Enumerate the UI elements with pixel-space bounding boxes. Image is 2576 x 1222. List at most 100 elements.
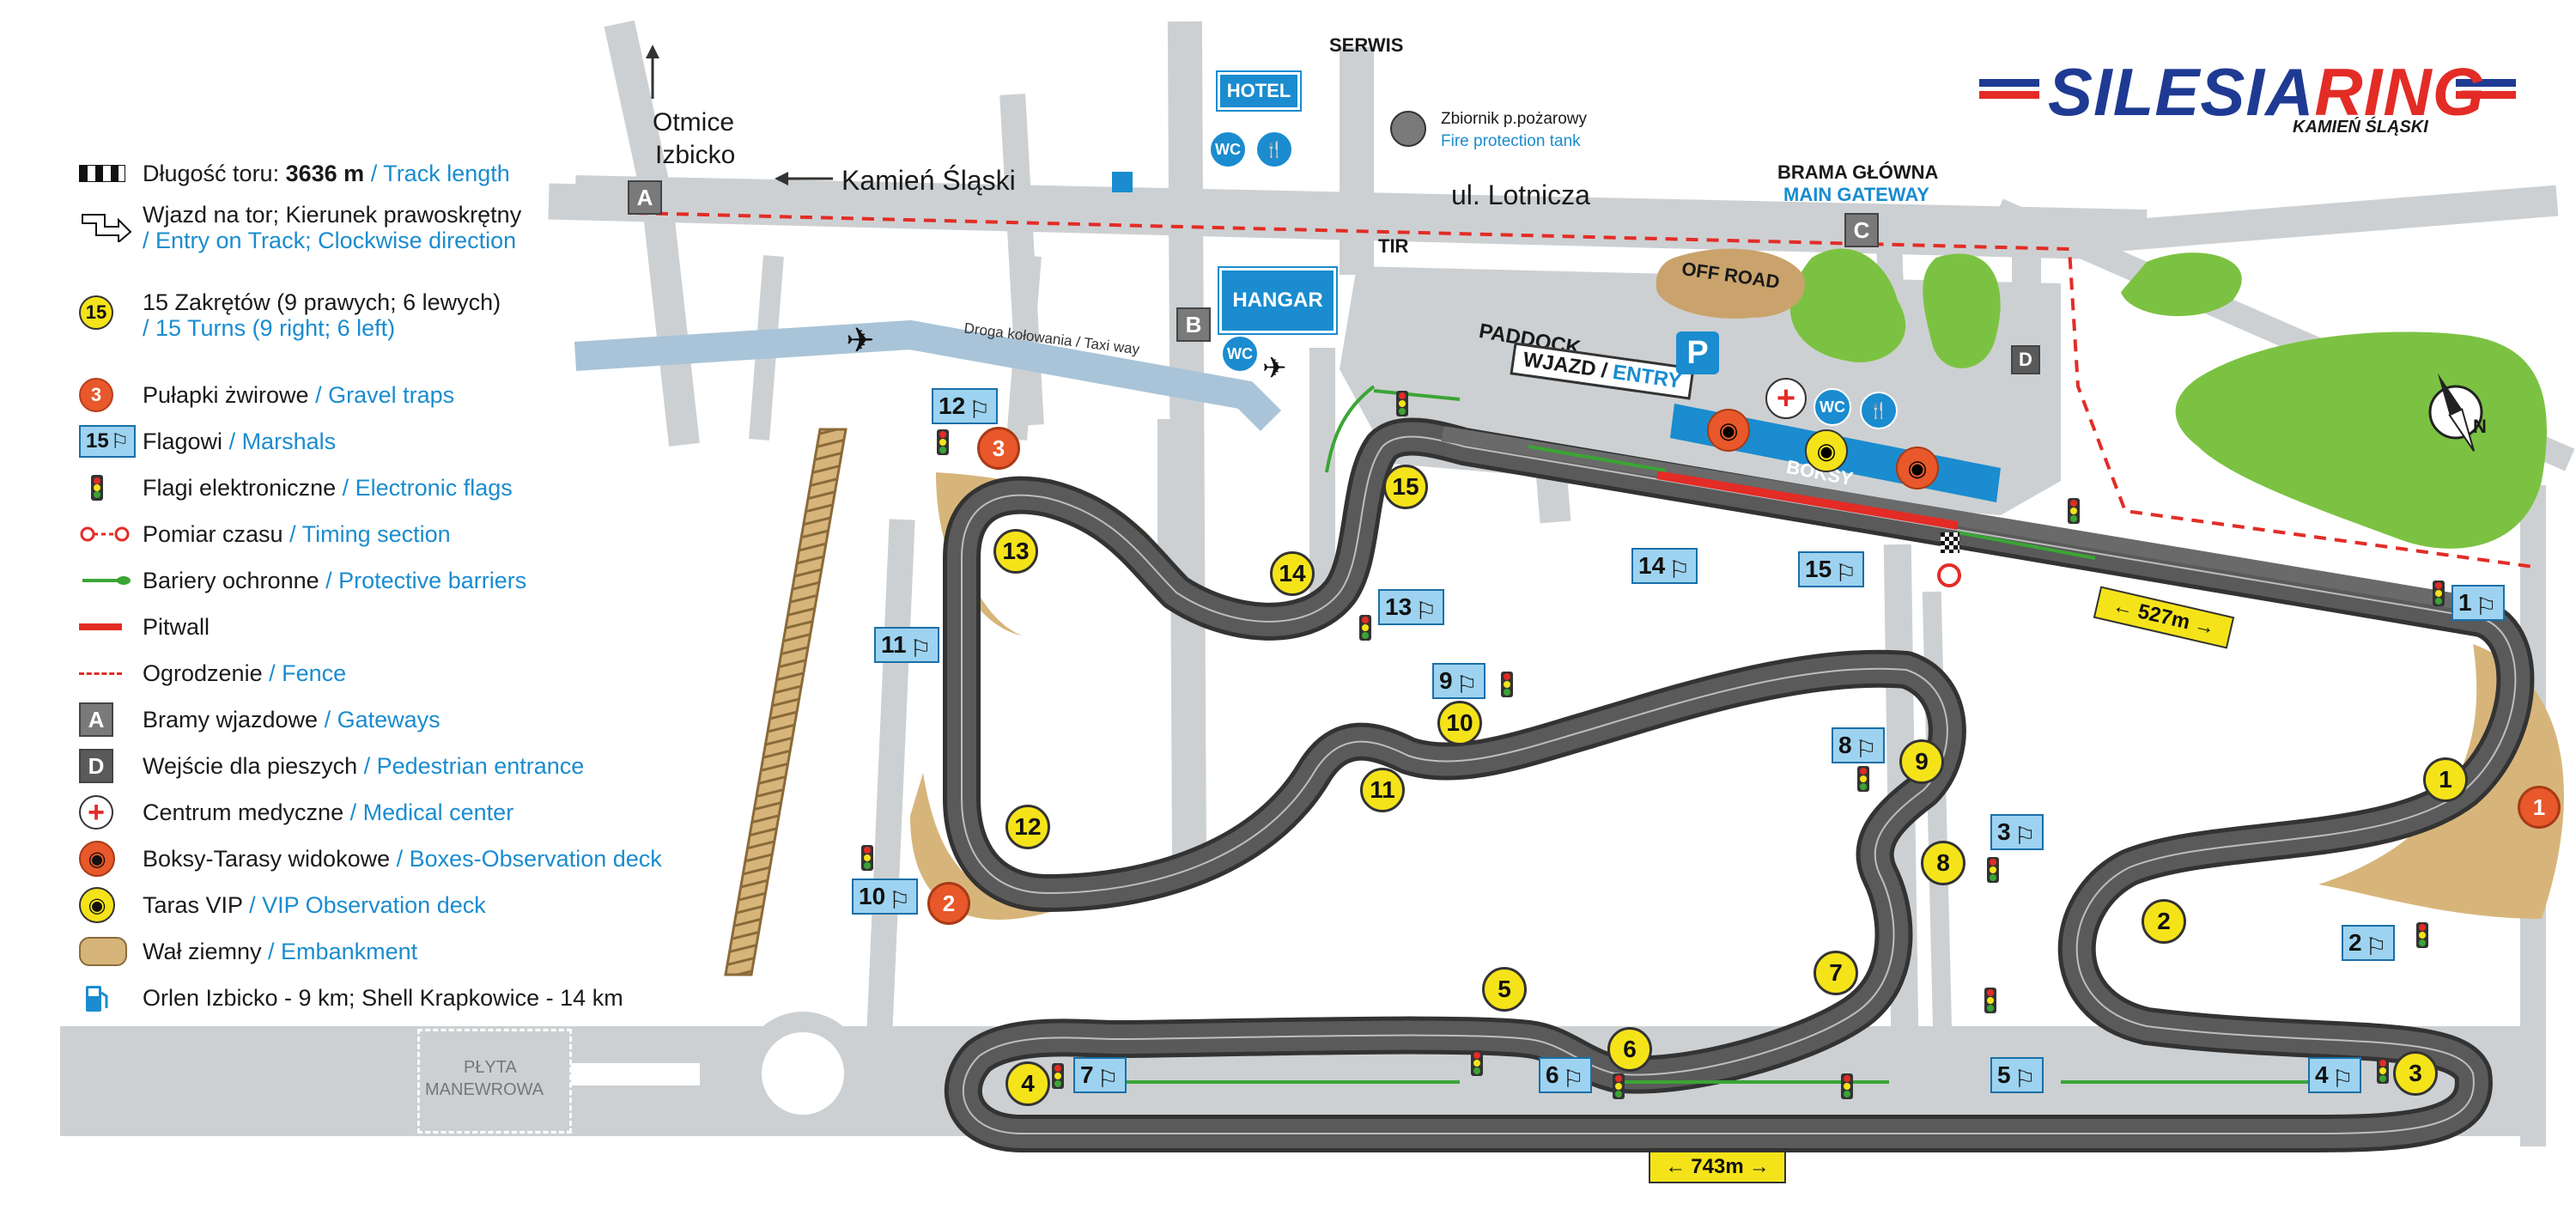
turn-15: 15: [1383, 465, 1428, 509]
legend-label-bold: 3636 m: [285, 161, 365, 186]
electronic-flag-icon: [91, 475, 103, 501]
marshal-number: 1: [2458, 589, 2472, 616]
label-brama-en: MAIN GATEWAY: [1783, 184, 1929, 205]
electronic-flag-icon: [1359, 615, 1371, 641]
legend-label-pl: Boksy-Tarasy widokowe: [143, 846, 391, 872]
fire-tank-icon: [1390, 111, 1426, 147]
legend-label-pl: Bramy wjazdowe: [143, 707, 319, 733]
marshal-number: 9: [1439, 667, 1453, 694]
flag-icon: ⚐: [2331, 1066, 2354, 1092]
legend-entry: Wjazd na tor; Kierunek prawoskrętny/ Ent…: [79, 197, 680, 284]
label-tir: TIR: [1378, 235, 1409, 257]
electronic-flag-icon: [1396, 391, 1408, 416]
distance-value: 743m: [1691, 1155, 1744, 1178]
marshal-post-1: 1⚐: [2451, 585, 2505, 621]
logo-text-ring: RING: [2314, 54, 2486, 130]
legend-label-en: / Electronic flags: [342, 475, 513, 501]
distance-value: 527m: [2136, 599, 2193, 635]
silesiaring-logo: SILESIARING: [2048, 53, 2485, 131]
fence: [635, 211, 2534, 568]
label-plyta-2: MANEWROWA: [425, 1080, 544, 1099]
marshal-post-2: 2⚐: [2342, 925, 2395, 961]
protective-barrier-icon: [82, 576, 131, 585]
marshal-number: 6: [1546, 1061, 1559, 1088]
electronic-flag-icon: [2068, 498, 2080, 524]
label-serwis: SERWIS: [1329, 34, 1404, 56]
gate-c: C: [1844, 213, 1879, 247]
legend-electronic-flags: Flagi elektroniczne / Electronic flags: [79, 465, 680, 511]
electronic-flag-icon: [1841, 1073, 1853, 1099]
observation-eye-icon: ◉: [1896, 447, 1939, 489]
compass-rose: [2428, 373, 2483, 452]
marshal-post-3: 3⚐: [1990, 814, 2044, 850]
finish-line: [1941, 532, 1959, 553]
turn-9: 9: [1899, 739, 1944, 784]
legend-label-en: / Gateways: [324, 707, 440, 733]
legend-marshals: 15⚐ Flagowi / Marshals: [79, 418, 680, 465]
marshal-post-5: 5⚐: [1990, 1057, 2044, 1093]
place-kamien: Kamień Śląski: [841, 165, 1016, 196]
marshal-post-14: 14⚐: [1631, 548, 1698, 584]
label-brama-pl: BRAMA GŁÓWNA: [1777, 161, 1939, 183]
legend-label-en: / 15 Turns (9 right; 6 left): [143, 315, 396, 341]
electronic-flag-icon: [1613, 1073, 1625, 1099]
plyta-outline: [417, 1029, 572, 1134]
legend-label-en: / Track length: [370, 161, 510, 186]
fence-icon: [79, 672, 122, 675]
marshal-number: 13: [1385, 593, 1413, 620]
flag-icon: ⚐: [1835, 560, 1857, 587]
legend-label-en: / VIP Observation deck: [249, 892, 486, 918]
entry-label-en: ENTRY: [1611, 360, 1683, 393]
legend-label-pl: Długość toru:: [143, 161, 280, 186]
track-centerline: [961, 435, 2517, 1134]
flag-icon: ⚐: [2014, 1066, 2036, 1092]
pitwall: [1656, 471, 1959, 530]
marshal-number: 2: [2348, 929, 2362, 956]
marshal-post-12: 12⚐: [932, 388, 999, 424]
flag-icon: ⚐: [2365, 933, 2387, 960]
legend-timing: Pomiar czasu / Timing section: [79, 511, 680, 557]
legend-label-pl: Taras VIP: [143, 892, 243, 918]
electronic-flag-icon: [1052, 1063, 1064, 1089]
flag-icon: ⚐: [1097, 1066, 1119, 1092]
gate-a: A: [628, 180, 662, 215]
gateway-icon: A: [79, 702, 113, 737]
flag-icon: ⚐: [889, 887, 911, 914]
electronic-flag-icon: [937, 429, 949, 455]
marshal-number: 7: [1080, 1061, 1094, 1088]
restaurant-icon: 🍴: [1860, 392, 1898, 429]
parking-icon: P: [1676, 331, 1719, 374]
marshal-number: 5: [1997, 1061, 2011, 1088]
hangar-building: HANGAR: [1218, 266, 1338, 335]
legend-pedestrian: D Wejście dla pieszych / Pedestrian entr…: [79, 743, 680, 789]
marshal-post-10: 10⚐: [852, 879, 919, 915]
turn-2: 2: [2142, 899, 2186, 944]
marshal-number: 3: [1997, 818, 2011, 845]
electronic-flag-icon: [2433, 581, 2445, 606]
distance-back-straight: ← 743m →: [1649, 1151, 1786, 1183]
flag-icon: ⚐: [1562, 1066, 1584, 1092]
place-otmice: Otmice: [653, 108, 735, 137]
long-embankment: [724, 428, 848, 976]
legend-gateways: A Bramy wjazdowe / Gateways: [79, 696, 680, 743]
hotel-building: HOTEL: [1216, 70, 1302, 112]
turn-11: 11: [1360, 768, 1405, 812]
gravel-trap-2: 2: [927, 882, 970, 925]
label-tank-pl: Zbiornik p.pożarowy: [1441, 110, 1588, 128]
flag-icon: ⚐: [1855, 736, 1877, 763]
legend-vip: ◉ Taras VIP / VIP Observation deck: [79, 882, 680, 928]
legend-label-en: / Fence: [269, 660, 347, 686]
legend-label-pl: Pułapki żwirowe: [143, 382, 309, 408]
turn-5: 5: [1482, 967, 1527, 1012]
legend-label-pl: Pitwall: [143, 614, 210, 640]
legend-pitwall: Pitwall: [79, 604, 680, 650]
vip-eye-icon: ◉: [1805, 429, 1848, 472]
embankment-icon: [79, 937, 127, 966]
map-legend: Długość toru: 3636 m / Track length Wjaz…: [79, 150, 680, 1021]
legend-gravel: 3 Pułapki żwirowe / Gravel traps: [79, 372, 680, 418]
legend-track-length: Długość toru: 3636 m / Track length: [79, 150, 680, 197]
gravel-trap-icon: 3: [79, 378, 113, 412]
turn-8: 8: [1921, 841, 1965, 885]
marshal-post-icon: 15⚐: [79, 425, 137, 458]
legend-fence: Ogrodzenie / Fence: [79, 650, 680, 696]
